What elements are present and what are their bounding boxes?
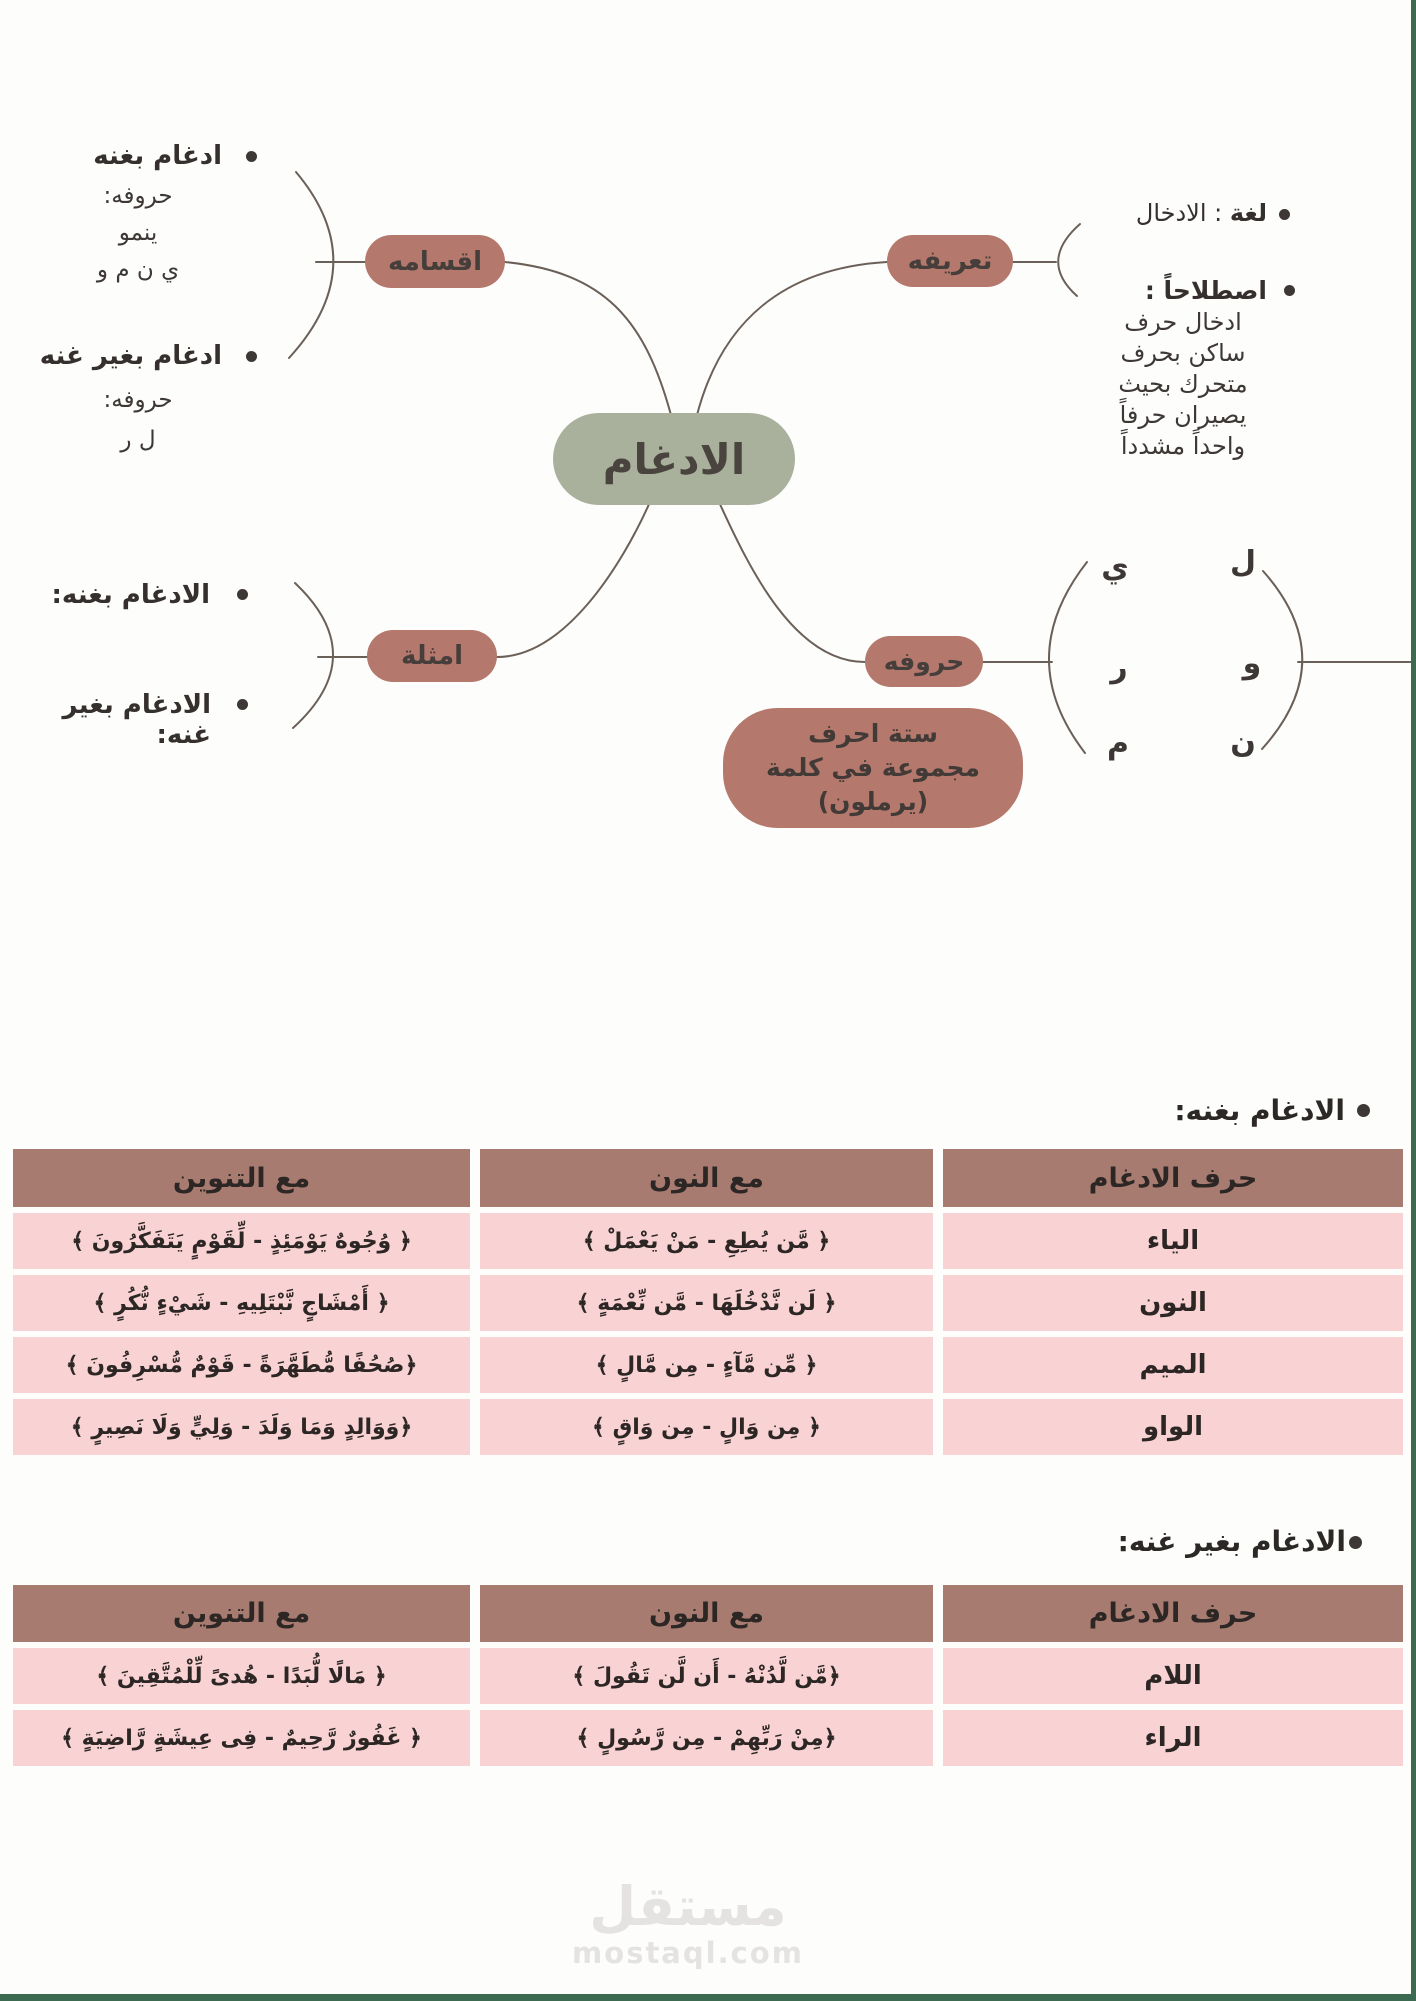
aqsam-item1-line2: ينمو [118,220,158,246]
tarif-def-line4: يصيران حرفاً [1119,401,1247,429]
bullet-section2 [1349,1536,1362,1549]
brace-letters-left [1048,561,1088,754]
t2-header-noon: مع النون [480,1585,933,1642]
aqsam-item2-title: ادغام بغير غنه [39,341,222,371]
t1-header-noon: مع النون [480,1149,933,1207]
watermark: مستقل mostaql.com [538,1875,838,1971]
tarif-definition: ادخال حرف ساكن بحرف متحرك بحيث يصيران حر… [1085,307,1281,462]
watermark-logo: مستقل [589,1875,787,1938]
t2-r2-noon: ﴿مِنْ رَبِّهِمْ - مِن رَّسُولٍ ﴾ [480,1710,933,1766]
bullet-aqsam-item1 [246,151,257,162]
brace-aqsam [288,171,335,359]
t2-r1-noon: ﴿مَّن لَّدُنْهُ - أَن لَّن تَقُولَ ﴾ [480,1648,933,1704]
t2-header-harf: حرف الادغام [943,1585,1403,1642]
curve-center-to-tarif [696,261,888,416]
bullet-section1 [1357,1104,1370,1117]
letter-ra: ر [1110,650,1128,685]
table-idgham-bighunnah: حرف الادغام مع النون مع التنوين الياء ﴿ … [13,1149,1403,1455]
letter-nun: ن [1230,725,1256,760]
node-huruf: حروفه [865,636,983,687]
t1-r4-tanween: ﴿وَوَالِدٍ وَمَا وَلَدَ - وَلِيٍّ وَلَا … [13,1399,470,1455]
aqsam-item1-lines: حروفه: ينمو ي ن م و [48,178,228,289]
t2-r2-tanween: ﴿ غَفُورٌ رَّحِيمٌ - فِى عِيشَةٍ رَّاضِي… [13,1710,470,1766]
tarif-def-line1: ادخال حرف [1124,308,1242,336]
center-node-idgham: الادغام [553,413,795,505]
huruf-note-bubble: ستة احرف مجموعة في كلمة (يرملون) [723,708,1023,828]
section1-title: الادغام بغنه: [1174,1094,1345,1127]
huruf-note-line3: (يرملون) [817,787,929,816]
t1-r4-harf: الواو [943,1399,1403,1455]
t1-header-tanween: مع التنوين [13,1149,470,1207]
t1-r3-harf: الميم [943,1337,1403,1393]
curve-center-to-aqsam [504,261,672,416]
tarif-def-line5: واحداً مشدداً [1120,432,1246,460]
huruf-note-line2: مجموعة في كلمة [766,753,980,782]
aqsam-item2-lines: حروفه: ل ر [48,380,228,460]
bullet-amthila-item1 [237,589,248,600]
t1-r3-noon: ﴿ مِّن مَّآءٍ - مِن مَّالٍ ﴾ [480,1337,933,1393]
curve-center-to-amthila [496,501,651,658]
right-edge-border [1411,0,1416,2001]
tarif-item1-rest: : الادخال [1135,199,1230,227]
letter-lam: ل [1229,545,1257,580]
table-idgham-bighayr-ghunnah: حرف الادغام مع النون مع التنوين اللام ﴿م… [13,1585,1403,1766]
t1-r2-tanween: ﴿ أَمْشَاجٍ نَّبْتَلِيهِ - شَيْءٍ نُّكُر… [13,1275,470,1331]
letter-mim: م [1107,726,1129,761]
tarif-def-line3: متحرك بحيث [1118,370,1248,398]
aqsam-item1-line3: ي ن م و [96,257,180,283]
bullet-amthila-item2 [237,699,248,710]
t1-header-harf: حرف الادغام [943,1149,1403,1207]
node-aqsam: اقسامه [365,235,505,288]
letter-waw: و [1242,646,1262,681]
amthila-item2: الادغام بغير غنه: [62,690,211,750]
bullet-tarif-item2 [1284,285,1295,296]
brace-tarif [1057,223,1081,297]
t2-header-tanween: مع التنوين [13,1585,470,1642]
huruf-note-line1: ستة احرف [808,719,938,748]
aqsam-item2-line1: حروفه: [103,387,173,413]
t1-r4-noon: ﴿ مِن وَالٍ - مِن وَاقٍ ﴾ [480,1399,933,1455]
t2-r1-harf: اللام [943,1648,1403,1704]
amthila-item1: الادغام بغنه: [51,580,210,610]
node-tarif: تعريفه [887,235,1013,287]
node-amthila: امثلة [367,630,497,682]
bullet-aqsam-item2 [246,351,257,362]
t2-r2-harf: الراء [943,1710,1403,1766]
section2-title: الادغام بغير غنه: [1117,1525,1346,1558]
aqsam-item2-line2: ل ر [120,427,156,453]
tarif-def-line2: ساكن بحرف [1120,339,1246,367]
bottom-edge-border [0,1994,1416,2001]
t1-r1-harf: الياء [943,1213,1403,1269]
watermark-domain: mostaql.com [572,1936,804,1970]
t1-r2-harf: النون [943,1275,1403,1331]
aqsam-item1-title: ادغام بغنه [93,141,222,171]
t1-r1-noon: ﴿ مَّن يُطِعِ - مَنْ يَعْمَلْ ﴾ [480,1213,933,1269]
t2-r1-tanween: ﴿ مَالًا لُّبَدًا - هُدىً لِّلْمُتَّقِين… [13,1648,470,1704]
bullet-tarif-item1 [1279,209,1290,220]
aqsam-item1-line1: حروفه: [103,183,173,209]
curve-center-to-huruf [718,501,866,663]
t1-r3-tanween: ﴿صُحُفًا مُّطَهَّرَةً - قَوْمٌ مُّسْرِفُ… [13,1337,470,1393]
tarif-item1-bold: لغة [1229,199,1267,227]
brace-amthila [292,582,334,729]
t1-r2-noon: ﴿ لَن نَّدْخُلَهَا - مَّن نِّعْمَةٍ ﴾ [480,1275,933,1331]
t1-r1-tanween: ﴿ وُجُوهٌ يَوْمَئِذٍ - لِّقَوْمٍ يَتَفَك… [13,1213,470,1269]
tarif-item2: اصطلاحاً : [1144,276,1267,305]
tarif-item1: لغة : الادخال [1100,199,1267,227]
letter-ya: ي [1101,550,1129,585]
